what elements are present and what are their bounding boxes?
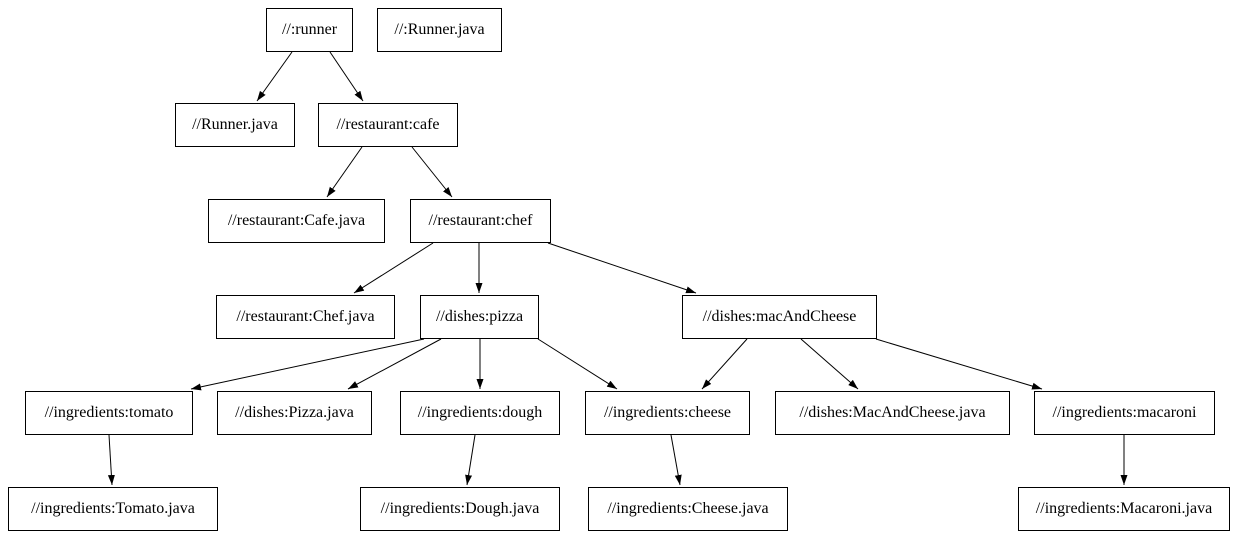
graph-node-pizza: //dishes:pizza <box>420 295 539 339</box>
graph-node-cheese-java: //ingredients:Cheese.java <box>588 487 788 531</box>
edge-cafe-to-cafe-java <box>326 146 363 198</box>
graph-node-mac-and-cheese-java: //dishes:MacAndCheese.java <box>775 391 1010 435</box>
edge-pizza-to-tomato <box>190 338 425 391</box>
graph-node-pizza-java: //dishes:Pizza.java <box>217 391 372 435</box>
edge-cafe-to-chef <box>411 146 453 198</box>
edge-pizza-to-cheese <box>537 338 618 390</box>
graph-node-dough-java: //ingredients:Dough.java <box>360 487 560 531</box>
edge-runner-to-runner-java <box>256 51 293 102</box>
graph-node-cafe: //restaurant:cafe <box>318 103 458 147</box>
edge-chef-to-mac-and-cheese <box>547 242 697 294</box>
graph-node-chef: //restaurant:chef <box>410 199 551 243</box>
edge-cheese-to-cheese-java <box>670 434 682 486</box>
graph-node-runner-java: //Runner.java <box>175 103 295 147</box>
graph-node-mac-and-cheese: //dishes:macAndCheese <box>682 295 877 339</box>
graph-node-runner: //:runner <box>266 8 353 52</box>
edge-dough-to-dough-java <box>465 434 476 486</box>
graph-node-cafe-java: //restaurant:Cafe.java <box>208 199 385 243</box>
edge-chef-to-chef-java <box>353 242 434 294</box>
graph-node-runner-java-root: //:Runner.java <box>377 8 502 52</box>
graph-node-tomato: //ingredients:tomato <box>25 391 193 435</box>
edge-mac-and-cheese-to-cheese <box>701 338 748 390</box>
graph-node-macaroni: //ingredients:macaroni <box>1034 391 1215 435</box>
graph-node-dough: //ingredients:dough <box>400 391 560 435</box>
edge-tomato-to-tomato-java <box>107 434 115 486</box>
edge-pizza-to-pizza-java <box>347 338 442 390</box>
graph-node-cheese: //ingredients:cheese <box>585 391 750 435</box>
graph-node-chef-java: //restaurant:Chef.java <box>216 295 395 339</box>
edge-mac-and-cheese-to-macaroni <box>875 338 1043 390</box>
edge-runner-to-cafe <box>329 51 364 102</box>
edge-mac-and-cheese-to-mac-and-cheese-java <box>800 338 859 390</box>
graph-node-macaroni-java: //ingredients:Macaroni.java <box>1018 487 1230 531</box>
graph-node-tomato-java: //ingredients:Tomato.java <box>8 487 218 531</box>
